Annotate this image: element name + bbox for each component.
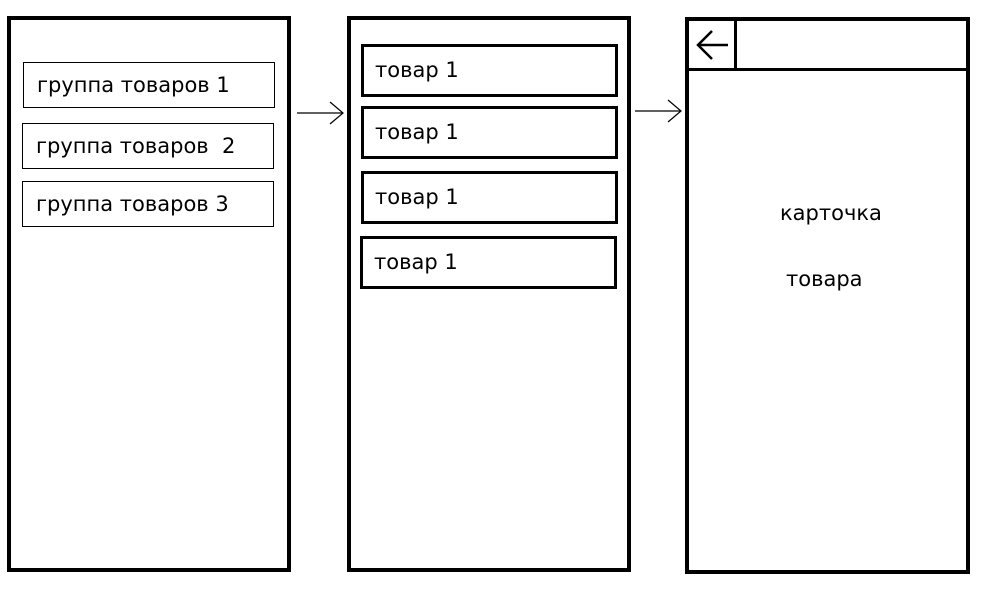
- card-text-line2: товара: [786, 267, 863, 291]
- product-card-screen: карточка товара: [685, 17, 970, 574]
- group-item-2[interactable]: группа товаров 2: [22, 123, 274, 169]
- topbar-bottom-border: [689, 68, 966, 71]
- product-item-1[interactable]: товар 1: [361, 44, 618, 97]
- flow-arrow-2-icon: [635, 99, 682, 123]
- group-item-3[interactable]: группа товаров 3: [22, 181, 274, 227]
- flow-arrow-1-icon: [297, 101, 344, 125]
- product-item-2[interactable]: товар 1: [361, 106, 618, 159]
- product-item-4[interactable]: товар 1: [360, 236, 617, 289]
- card-text-line1: карточка: [780, 201, 882, 225]
- topbar-divider: [734, 21, 737, 70]
- products-screen: товар 1 товар 1 товар 1 товар 1: [347, 16, 631, 572]
- group-item-1[interactable]: группа товаров 1: [23, 62, 275, 108]
- product-item-3[interactable]: товар 1: [361, 171, 618, 224]
- groups-screen: группа товаров 1 группа товаров 2 группа…: [7, 16, 291, 572]
- arrow-left-icon: [696, 30, 728, 60]
- back-button[interactable]: [689, 21, 734, 68]
